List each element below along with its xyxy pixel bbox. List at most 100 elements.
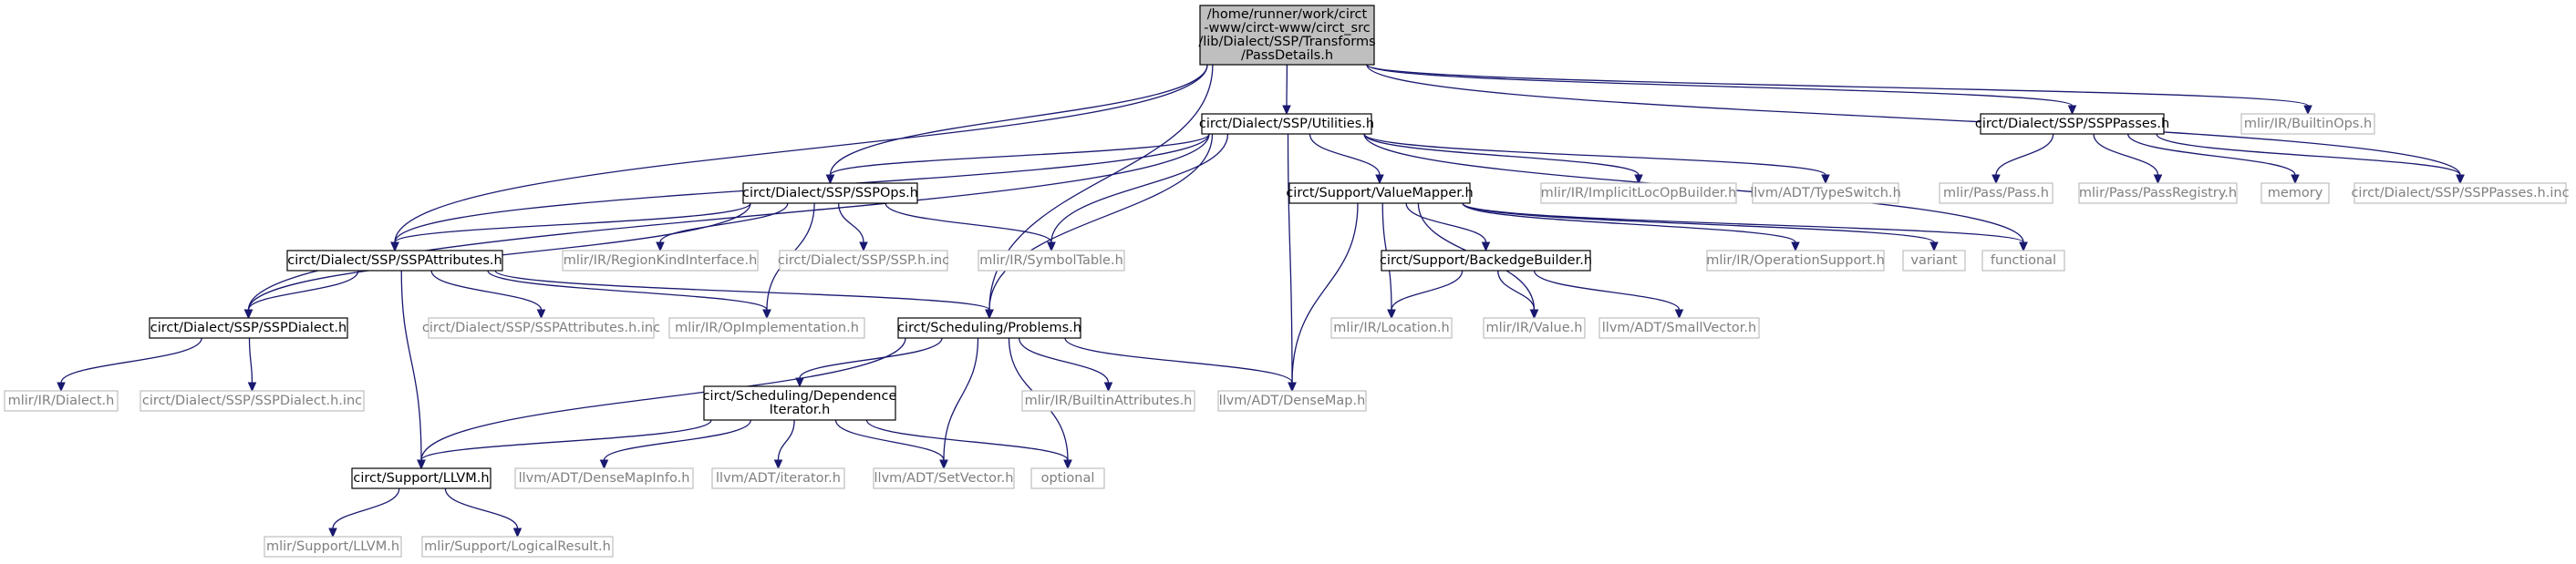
node-logicalresult[interactable]: mlir/Support/LogicalResult.h	[421, 536, 614, 558]
node-builtinops[interactable]: mlir/IR/BuiltinOps.h	[2240, 113, 2375, 135]
node-builtinattr[interactable]: mlir/IR/BuiltinAttributes.h	[1021, 390, 1195, 412]
arrowhead-depiter-to-iterator	[773, 459, 783, 470]
edge-supportllvm-to-mlirllvm	[332, 487, 400, 529]
edge-depiter-to-iterator	[777, 419, 795, 461]
node-setvector-label: llvm/ADT/SetVector.h	[874, 471, 1014, 486]
arrowhead-sspops-to-sspinc	[859, 241, 868, 252]
edge-sspops-to-symboltable	[885, 202, 1052, 243]
edge-supportllvm-to-logicalresult	[444, 487, 519, 529]
node-builtinops-label: mlir/IR/BuiltinOps.h	[2244, 117, 2372, 131]
node-sspdialect[interactable]: circt/Dialect/SSP/SSPDialect.h	[149, 317, 348, 339]
node-implicitloc[interactable]: mlir/IR/ImplicitLocOpBuilder.h	[1540, 182, 1737, 204]
arrowhead-problems-to-builtinattr	[1103, 382, 1113, 393]
edge-sspops-to-regionkind	[659, 202, 789, 243]
edge-root-to-builtinops	[1366, 64, 2309, 107]
node-sspattrinc[interactable]: circt/Dialect/SSP/SSPAttributes.h.inc	[422, 317, 660, 339]
node-optional[interactable]: optional	[1030, 467, 1105, 489]
node-setvector[interactable]: llvm/ADT/SetVector.h	[873, 467, 1015, 489]
node-dialect[interactable]: mlir/IR/Dialect.h	[4, 390, 119, 412]
edge-sspattributes-to-opimpl	[487, 270, 768, 311]
arrowhead-backedge-to-value	[1529, 309, 1539, 320]
node-backedge[interactable]: circt/Support/BackedgeBuilder.h	[1380, 250, 1592, 272]
edge-root-to-ssppassesinc	[1366, 64, 2461, 176]
edge-utilities-to-densemap	[1287, 133, 1293, 384]
node-sspdialectinc[interactable]: circt/Dialect/SSP/SSPDialect.h.inc	[140, 390, 365, 412]
node-supportllvm[interactable]: circt/Support/LLVM.h	[351, 467, 491, 489]
node-ssppasses[interactable]: circt/Dialect/SSP/SSPPasses.h	[1975, 113, 2169, 135]
edge-utilities-to-sspops	[829, 133, 1210, 176]
node-smallvector[interactable]: llvm/ADT/SmallVector.h	[1598, 317, 1760, 339]
edge-utilities-to-problems	[988, 133, 1214, 311]
node-densemap[interactable]: llvm/ADT/DenseMap.h	[1217, 390, 1367, 412]
node-sspattrinc-label: circt/Dialect/SSP/SSPAttributes.h.inc	[422, 321, 660, 335]
node-passregistry[interactable]: mlir/Pass/PassRegistry.h	[2078, 182, 2238, 204]
edge-sspattributes-to-sspattrinc	[430, 270, 543, 311]
node-valuemapper-label: circt/Support/ValueMapper.h	[1286, 186, 1473, 200]
node-location[interactable]: mlir/IR/Location.h	[1330, 317, 1453, 339]
edge-sspattributes-to-supportllvm	[400, 270, 422, 461]
edge-utilities-to-sspdialect	[247, 133, 1210, 311]
edge-ssppasses-to-passregistry	[2093, 133, 2159, 176]
node-functional[interactable]: functional	[1981, 250, 2065, 272]
node-valuemapper[interactable]: circt/Support/ValueMapper.h	[1286, 182, 1474, 204]
edge-root-to-ssppasses	[1366, 64, 2074, 107]
arrowhead-ssppasses-to-pass	[1991, 174, 2001, 185]
node-pass[interactable]: mlir/Pass/Pass.h	[1939, 182, 2054, 204]
node-implicitloc-label: mlir/IR/ImplicitLocOpBuilder.h	[1541, 186, 1737, 200]
node-sspinc-label: circt/Dialect/SSP/SSP.h.inc	[778, 253, 949, 268]
edge-valuemapper-to-opsupport	[1462, 202, 1796, 243]
node-smallvector-label: llvm/ADT/SmallVector.h	[1602, 321, 1756, 335]
node-sspinc[interactable]: circt/Dialect/SSP/SSP.h.inc	[778, 250, 949, 272]
edge-depiter-to-densemapinfo	[603, 419, 752, 461]
edge-depiter-to-setvector	[834, 419, 945, 461]
arrowhead-sspattributes-to-sspdialect	[243, 309, 253, 320]
node-utilities[interactable]: circt/Dialect/SSP/Utilities.h	[1199, 113, 1374, 135]
node-value[interactable]: mlir/IR/Value.h	[1483, 317, 1586, 339]
edge-sspattributes-to-sspdialect	[247, 270, 359, 311]
edge-backedge-to-smallvector	[1533, 270, 1681, 311]
node-mlirllvm[interactable]: mlir/Support/LLVM.h	[264, 536, 402, 558]
node-typeswitch[interactable]: llvm/ADT/TypeSwitch.h	[1750, 182, 1901, 204]
edge-backedge-to-value	[1497, 270, 1536, 311]
arrowhead-ssppasses-to-ssppassesinc	[2456, 174, 2465, 185]
node-memory[interactable]: memory	[2260, 182, 2330, 204]
node-sspattributes[interactable]: circt/Dialect/SSP/SSPAttributes.h	[286, 250, 503, 272]
node-depiter[interactable]: circt/Scheduling/Dependence Iterator.h	[703, 385, 897, 421]
node-opsupport[interactable]: mlir/IR/OperationSupport.h	[1706, 250, 1885, 272]
node-logicalresult-label: mlir/Support/LogicalResult.h	[424, 539, 611, 554]
node-root-line-2: -www/circt-www/circt_src	[1204, 21, 1370, 36]
node-opimpl[interactable]: mlir/IR/OpImplementation.h	[668, 317, 865, 339]
node-supportllvm-label: circt/Support/LLVM.h	[353, 471, 489, 486]
arrowhead-depiter-to-optional	[1063, 459, 1072, 470]
node-memory-label: memory	[2268, 186, 2323, 200]
node-densemapinfo[interactable]: llvm/ADT/DenseMapInfo.h	[514, 467, 694, 489]
node-passregistry-label: mlir/Pass/PassRegistry.h	[2079, 186, 2237, 200]
arrowhead-sspops-to-symboltable	[1047, 241, 1056, 252]
node-sspops[interactable]: circt/Dialect/SSP/SSPOps.h	[742, 182, 918, 204]
arrowhead-valuemapper-to-functional	[2019, 241, 2028, 252]
edge-ssppasses-to-pass	[1995, 133, 2054, 176]
node-ssppassesinc[interactable]: circt/Dialect/SSP/SSPPasses.h.inc	[2351, 182, 2570, 204]
nodes-layer: /home/runner/work/circt -www/circt-www/c…	[4, 5, 2570, 558]
node-problems[interactable]: circt/Scheduling/Problems.h	[897, 317, 1081, 339]
node-regionkind[interactable]: mlir/IR/RegionKindInterface.h	[562, 250, 759, 272]
arrowhead-depiter-to-densemapinfo	[599, 459, 609, 470]
node-dialect-label: mlir/IR/Dialect.h	[8, 394, 115, 408]
arrowhead-sspattributes-to-opimpl	[762, 309, 771, 320]
edge-ssppasses-to-ssppassesinc	[2156, 133, 2461, 176]
node-iterator-label: llvm/ADT/iterator.h	[716, 471, 841, 486]
arrowhead-root-to-ssppasses	[2067, 105, 2077, 116]
edge-utilities-to-typeswitch	[1363, 133, 1826, 176]
node-symboltable[interactable]: mlir/IR/SymbolTable.h	[978, 250, 1125, 272]
node-builtinattr-label: mlir/IR/BuiltinAttributes.h	[1025, 394, 1193, 408]
node-iterator[interactable]: llvm/ADT/iterator.h	[711, 467, 845, 489]
node-densemapinfo-label: llvm/ADT/DenseMapInfo.h	[519, 471, 690, 486]
arrowhead-depiter-to-setvector	[939, 459, 948, 470]
arrowhead-problems-to-densemap	[1288, 382, 1297, 393]
node-variant[interactable]: variant	[1902, 250, 1966, 272]
edge-valuemapper-to-functional	[1462, 202, 2024, 243]
arrowhead-utilities-to-valuemapper	[1375, 174, 1384, 185]
node-sspops-label: circt/Dialect/SSP/SSPOps.h	[742, 186, 918, 200]
node-densemap-label: llvm/ADT/DenseMap.h	[1219, 394, 1366, 408]
